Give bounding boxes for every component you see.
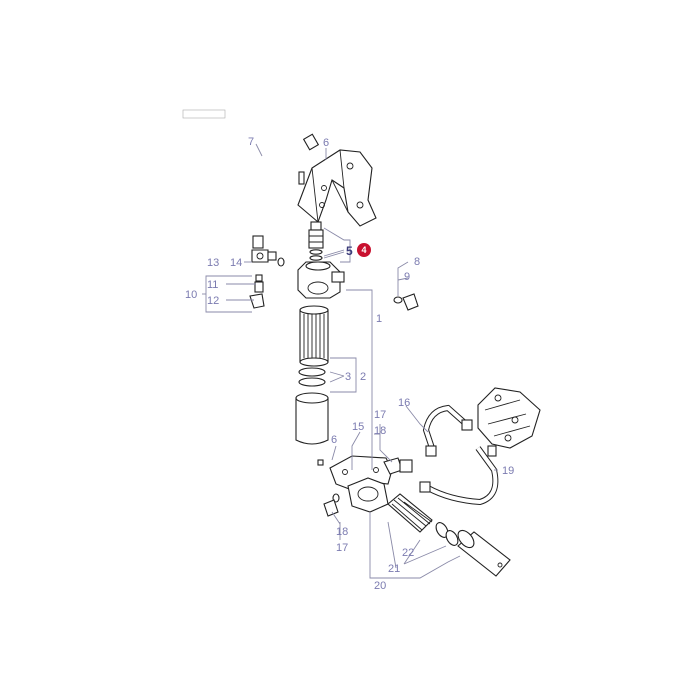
hose-16 — [422, 404, 473, 457]
callout-7: 7 — [248, 136, 254, 148]
callout-5: 5 — [346, 244, 353, 258]
pipe-7 — [252, 123, 320, 249]
header-stamp — [182, 109, 226, 119]
hose-19 — [419, 446, 499, 506]
callout-18-top: 18 — [374, 425, 386, 437]
callout-10: 10 — [185, 289, 197, 301]
filter-bowl — [295, 392, 329, 445]
control-valve — [477, 387, 541, 457]
callout-17-lower: 17 — [336, 542, 348, 554]
fitting-13-14 — [251, 249, 285, 267]
callout-6-top: 6 — [323, 137, 329, 149]
highlight-badge[interactable]: 4 — [357, 243, 371, 257]
callout-9: 9 — [404, 271, 410, 283]
o-rings-5 — [309, 249, 323, 261]
valve-4 — [308, 221, 324, 249]
callout-labels: 7 6 5 13 14 11 10 12 8 9 1 2 3 16 17 15 … — [185, 136, 514, 592]
callout-22: 22 — [402, 547, 414, 559]
callout-11: 11 — [207, 279, 218, 291]
callout-8: 8 — [414, 256, 420, 268]
callout-19: 19 — [502, 465, 514, 477]
callout-3: 3 — [345, 371, 351, 383]
fitting-8-9 — [393, 293, 419, 311]
callout-12: 12 — [207, 295, 219, 307]
callout-14: 14 — [230, 257, 242, 269]
callout-16: 16 — [398, 397, 410, 409]
filter-head — [297, 261, 345, 299]
filter-element-2 — [299, 305, 329, 367]
lower-filter-head — [317, 459, 389, 517]
callout-18-lower: 18 — [336, 526, 348, 538]
callout-1: 1 — [376, 313, 382, 325]
o-rings-22 — [435, 522, 459, 546]
callout-17-top: 17 — [374, 409, 386, 421]
filter-element-21 — [387, 493, 433, 533]
bracket-6-top — [297, 149, 377, 227]
callout-21: 21 — [388, 563, 400, 575]
o-rings-3 — [298, 367, 326, 387]
callout-20: 20 — [374, 580, 386, 592]
callout-2: 2 — [360, 371, 366, 383]
callout-13: 13 — [207, 257, 219, 269]
callout-4[interactable]: 4 — [361, 245, 366, 255]
callout-6-lower: 6 — [331, 434, 337, 446]
leader-lines — [202, 143, 498, 579]
callout-15: 15 — [352, 421, 364, 433]
fitting-12 — [249, 293, 265, 309]
fitting-11 — [254, 274, 264, 293]
lower-filter-bowl — [457, 529, 511, 577]
